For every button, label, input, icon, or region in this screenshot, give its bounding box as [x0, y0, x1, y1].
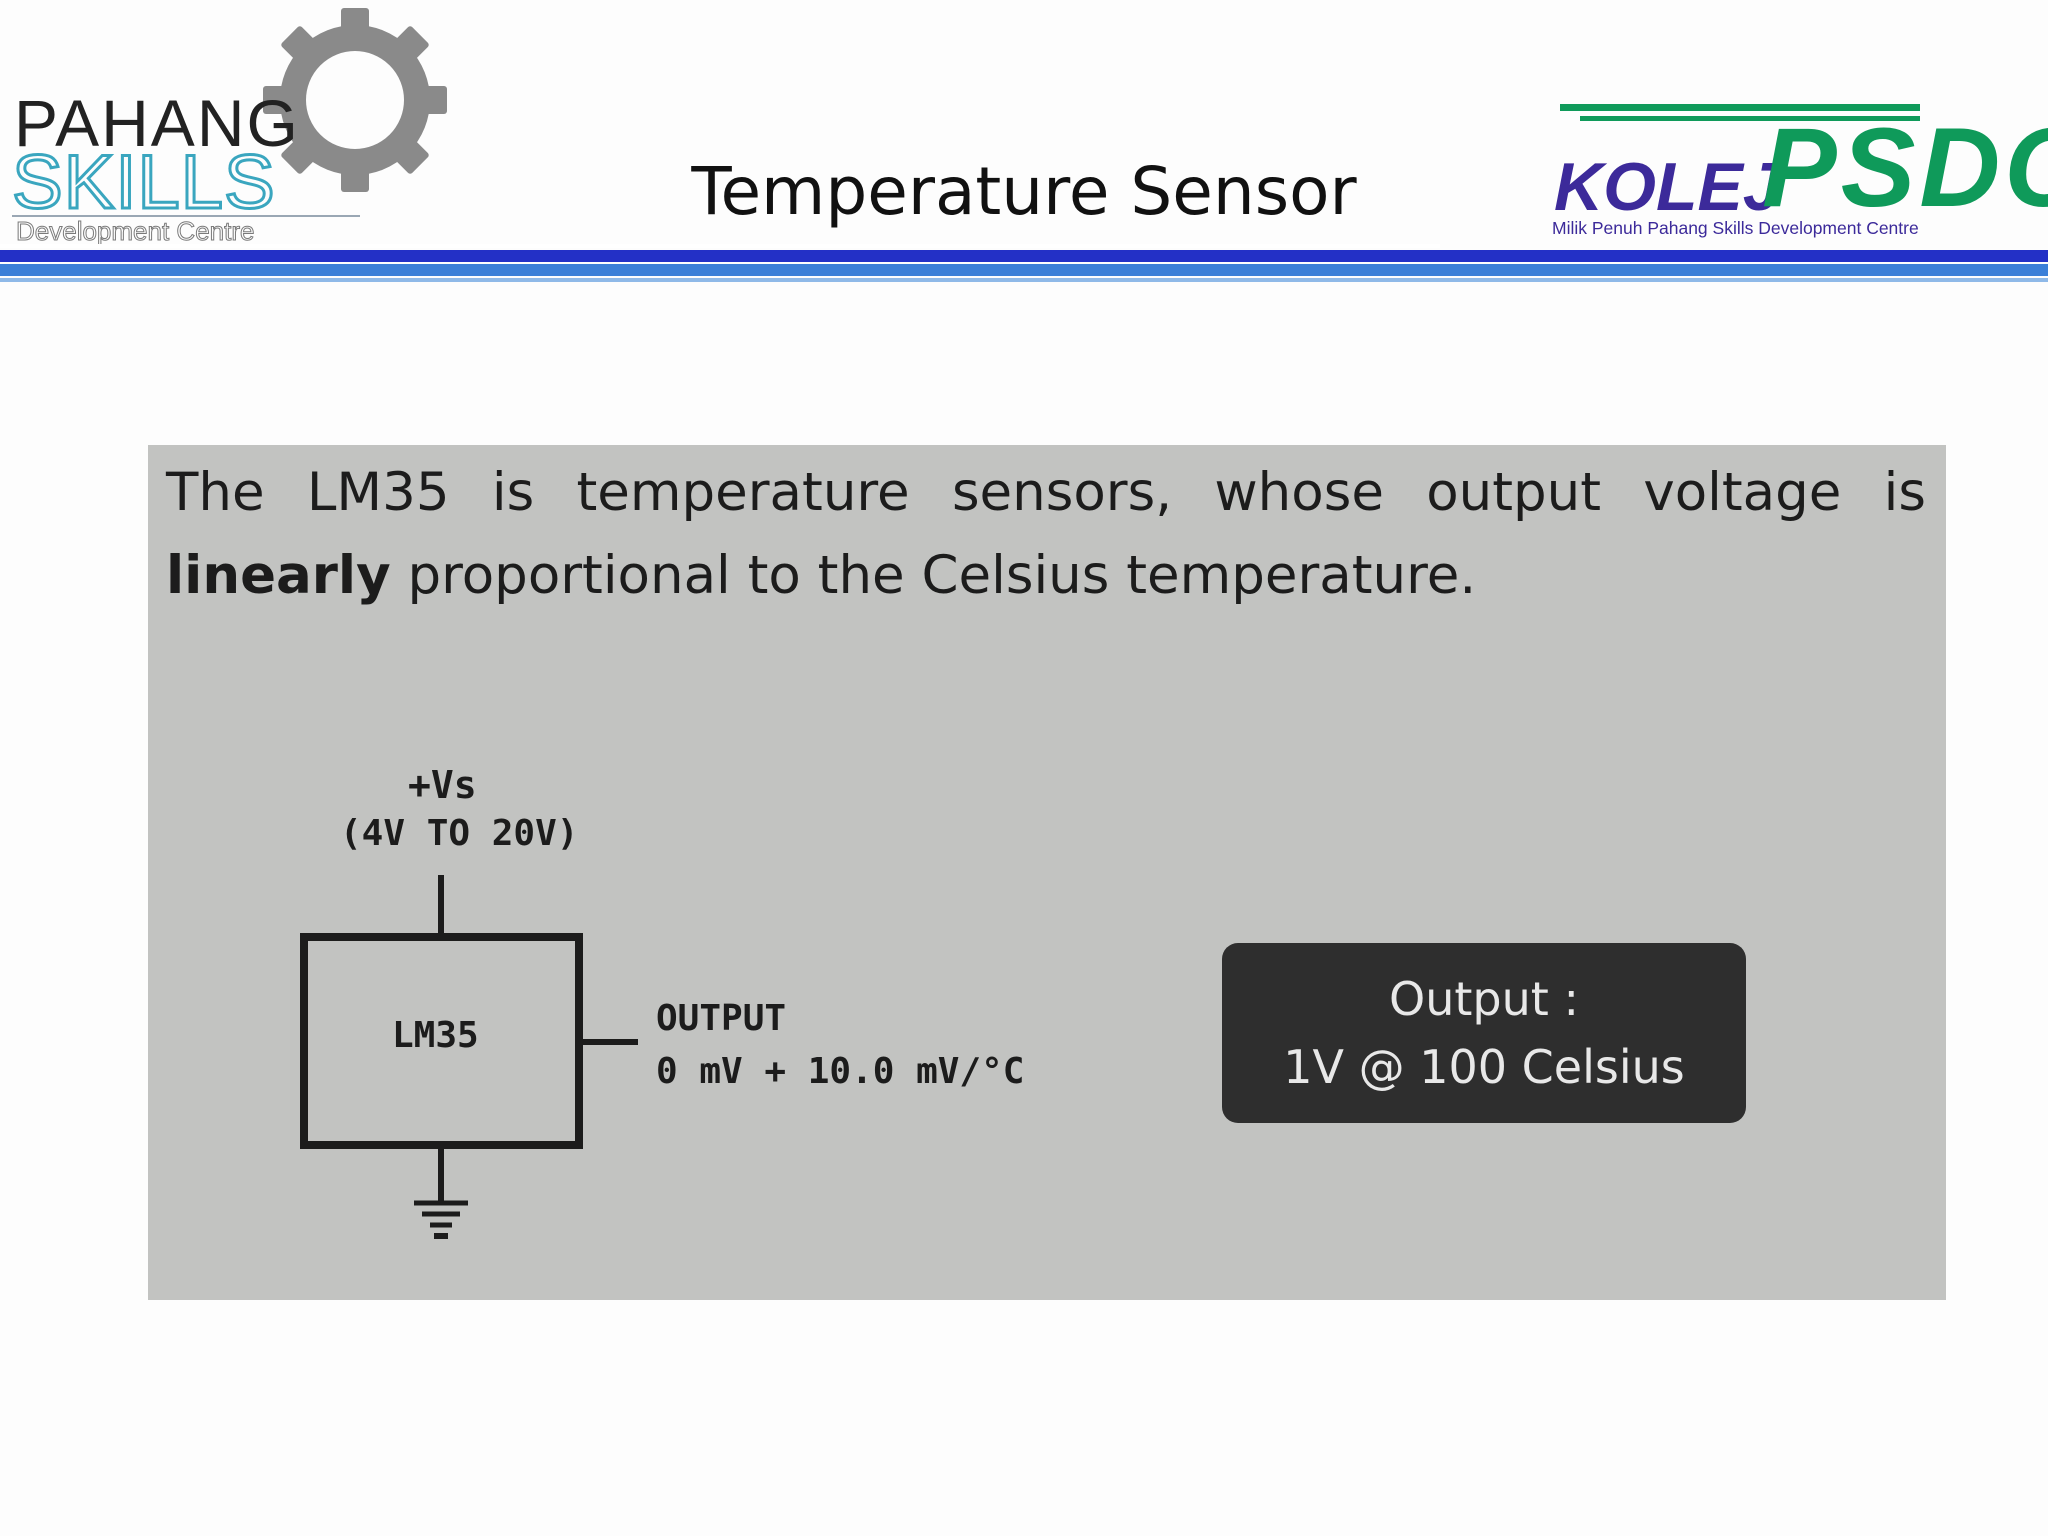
pahang-skills-logo: PAHANG SKILLS Development Centre: [11, 8, 447, 247]
sensor-photo: The LM35 is temperature sensors, whose o…: [148, 445, 1946, 1300]
logo-development-text: Development Centre: [16, 216, 254, 246]
page-title: Temperature Sensor: [691, 153, 1357, 230]
description-bold: linearly: [166, 545, 391, 606]
output-badge-line2: 1V @ 100 Celsius: [1283, 1040, 1685, 1094]
output-label: OUTPUT: [656, 998, 787, 1039]
output-badge-line1: Output :: [1389, 972, 1579, 1026]
supply-label: +Vs: [408, 763, 477, 807]
description-suffix: proportional to the Celsius temperature.: [390, 545, 1477, 606]
header-rule-light-blue: [0, 278, 2048, 282]
supply-range-label: (4V TO 20V): [340, 813, 579, 854]
logo-tagline-text: Milik Penuh Pahang Skills Development Ce…: [1552, 218, 1919, 238]
ground-symbol: [414, 1200, 468, 1239]
slide-header: PAHANG SKILLS Development Centre Tempera…: [0, 0, 2048, 290]
header-rule-blue: [0, 264, 2048, 276]
header-rule-dark-blue: [0, 250, 2048, 262]
logo-kolej-text: KOLEJ: [1554, 149, 1782, 225]
kolej-psdc-logo: KOLEJ PSDC Milik Penuh Pahang Skills Dev…: [1552, 104, 2048, 238]
output-badge: Output : 1V @ 100 Celsius: [1222, 943, 1746, 1123]
gear-icon: [263, 8, 447, 192]
output-formula: 0 mV + 10.0 mV/°C: [656, 1051, 1025, 1092]
logo-skills-text: SKILLS: [12, 140, 276, 225]
description-prefix: The LM35 is temperature sensors, whose o…: [166, 462, 1926, 523]
lm35-schematic: [300, 875, 638, 1239]
lm35-description: The LM35 is temperature sensors, whose o…: [166, 451, 1926, 617]
chip-label: LM35: [392, 1015, 479, 1056]
logo-psdc-text: PSDC: [1762, 105, 2048, 230]
logo-pahang-text: PAHANG: [14, 86, 300, 160]
header-rule-white: [0, 244, 1440, 248]
